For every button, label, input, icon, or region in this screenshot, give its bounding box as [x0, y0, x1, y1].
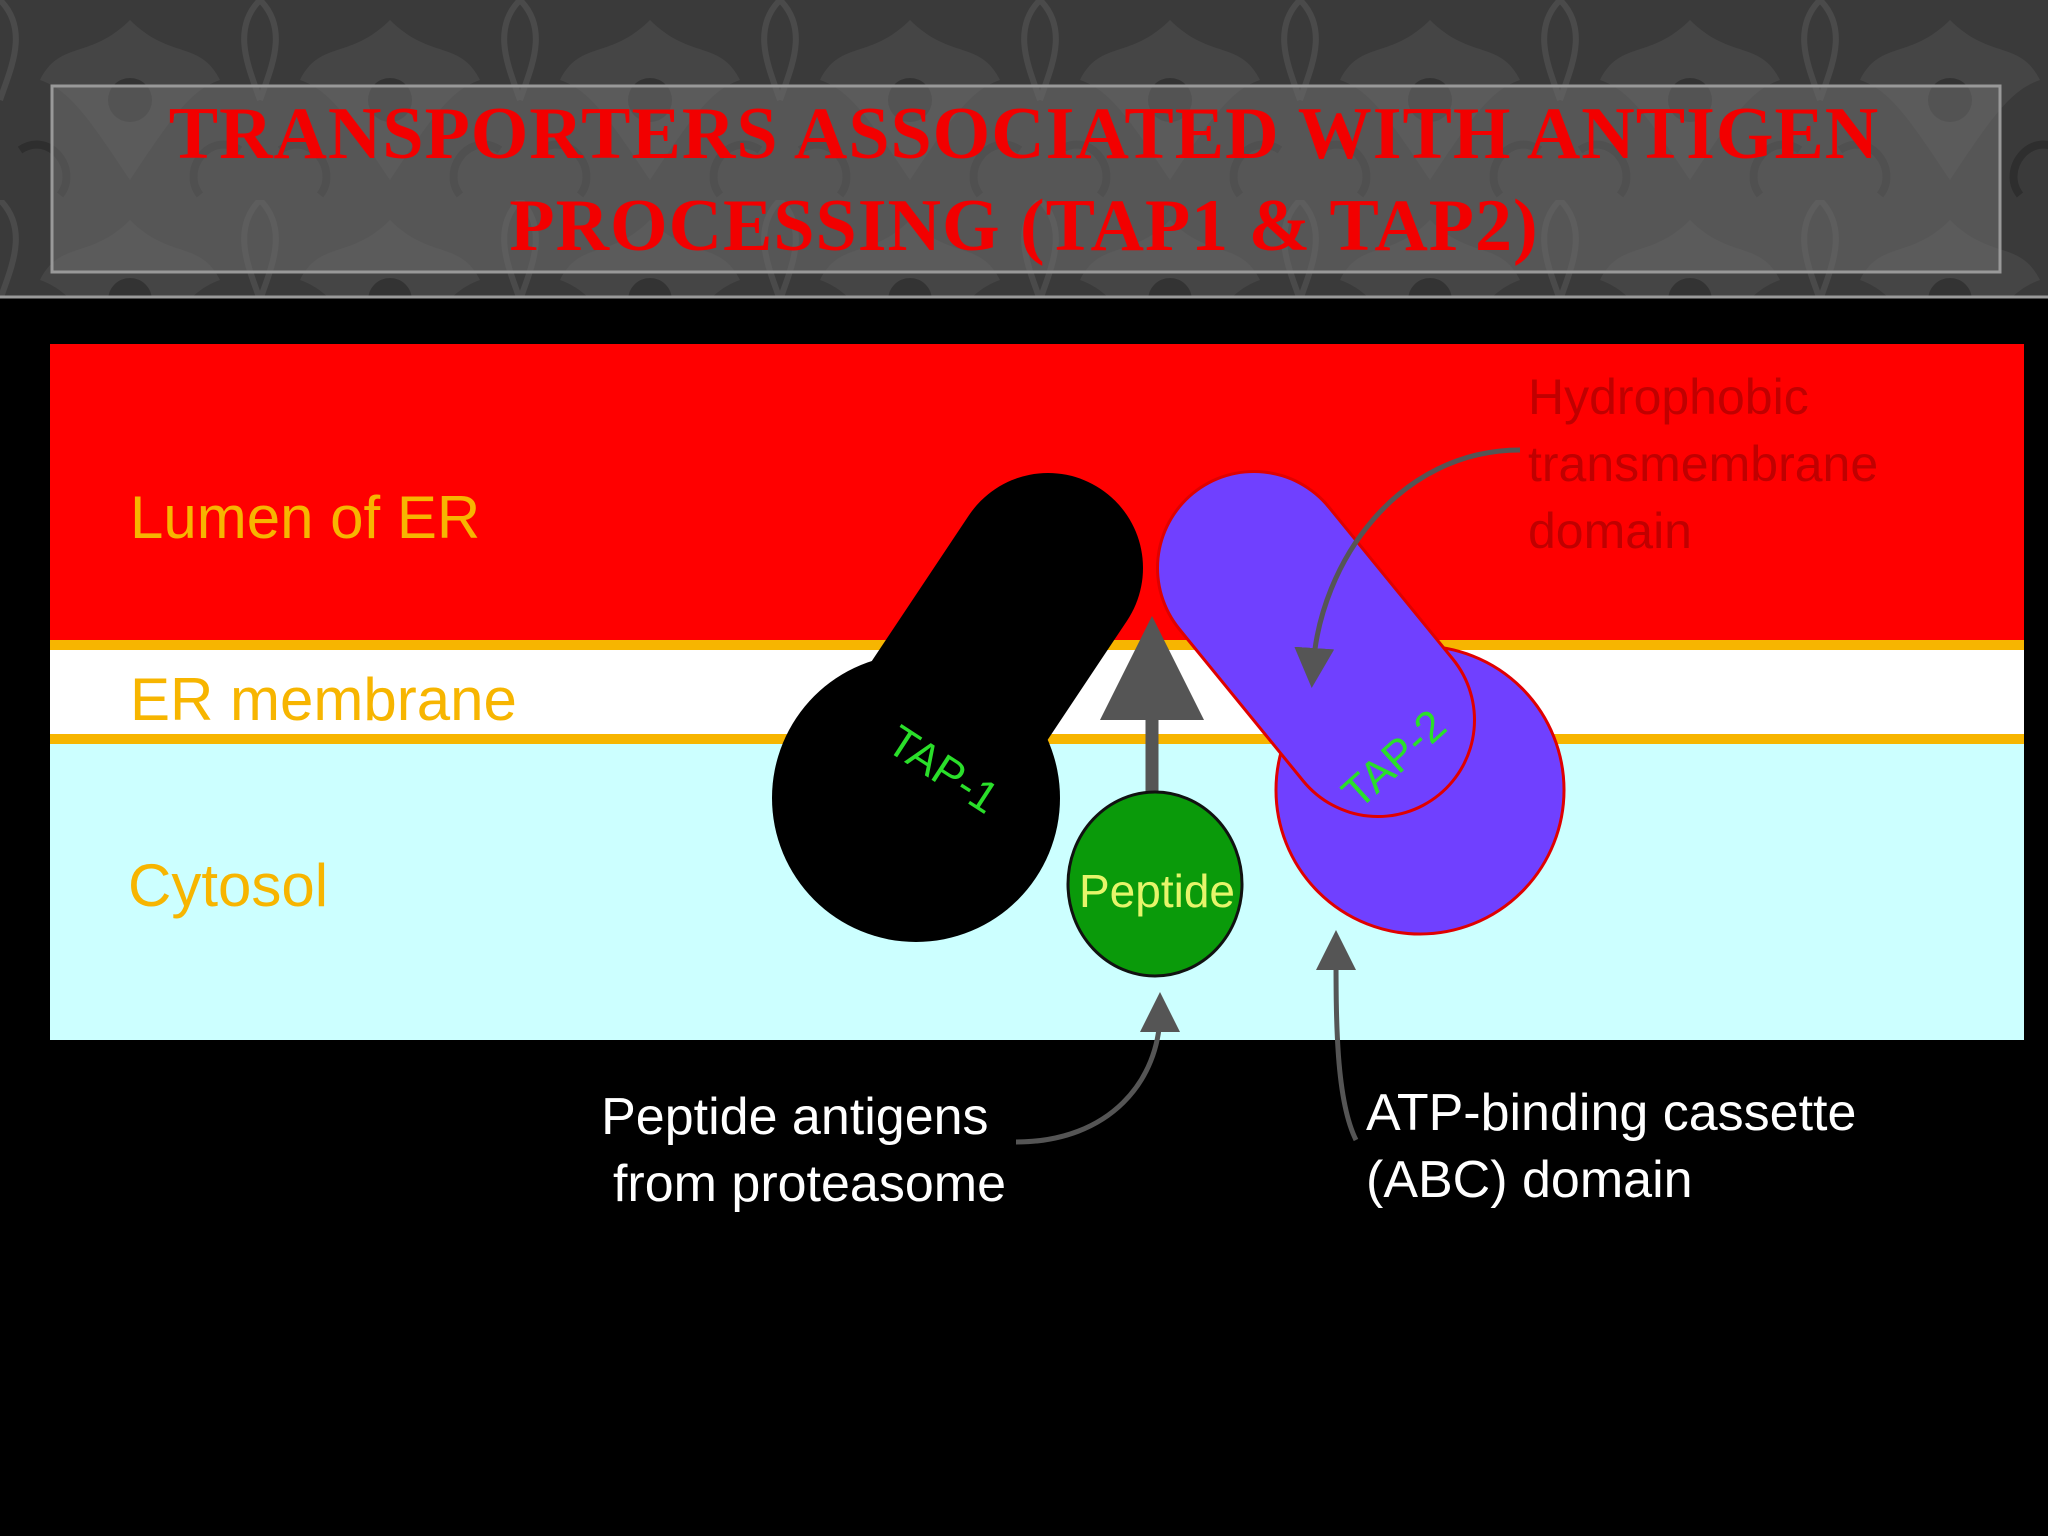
- cytosol-label: Cytosol: [128, 852, 328, 919]
- peptide-circle: [1066, 790, 1244, 978]
- hydrophobic-callout-arrow: [1294, 447, 1521, 688]
- abc-callout: ATP-binding cassette (ABC) domain: [1366, 1084, 1871, 1209]
- abc-callout-arrow: [1316, 930, 1359, 1142]
- abc-callout-line-1: ATP-binding cassette: [1366, 1084, 1856, 1142]
- membrane-label: ER membrane: [130, 666, 517, 733]
- hydrophobic-callout-line-3: domain: [1528, 503, 1692, 559]
- peptide-antigens-callout-arrow: [1015, 992, 1180, 1145]
- peptide-antigens-callout-line-2: from proteasome: [613, 1155, 1006, 1213]
- peptide-antigens-callout: Peptide antigens from proteasome: [601, 1088, 1006, 1213]
- slide-title-line-1: TRANSPORTERS ASSOCIATED WITH ANTIGEN: [169, 93, 1880, 175]
- hydrophobic-callout-line-2: transmembrane: [1528, 436, 1878, 492]
- peptide-label: Peptide: [1079, 865, 1235, 917]
- tap1-protein: [772, 473, 1143, 942]
- abc-callout-line-2: (ABC) domain: [1366, 1151, 1693, 1209]
- tap1-abc-domain: [772, 654, 1060, 942]
- slide-title-line-2: PROCESSING (TAP1 & TAP2): [509, 185, 1538, 267]
- hydrophobic-callout: Hydrophobic transmembrane domain: [1528, 369, 1892, 559]
- title-box: [50, 84, 2002, 274]
- peptide-antigens-callout-line-1: Peptide antigens: [601, 1088, 988, 1146]
- hydrophobic-callout-line-1: Hydrophobic: [1528, 369, 1809, 425]
- lumen-label: Lumen of ER: [130, 484, 480, 551]
